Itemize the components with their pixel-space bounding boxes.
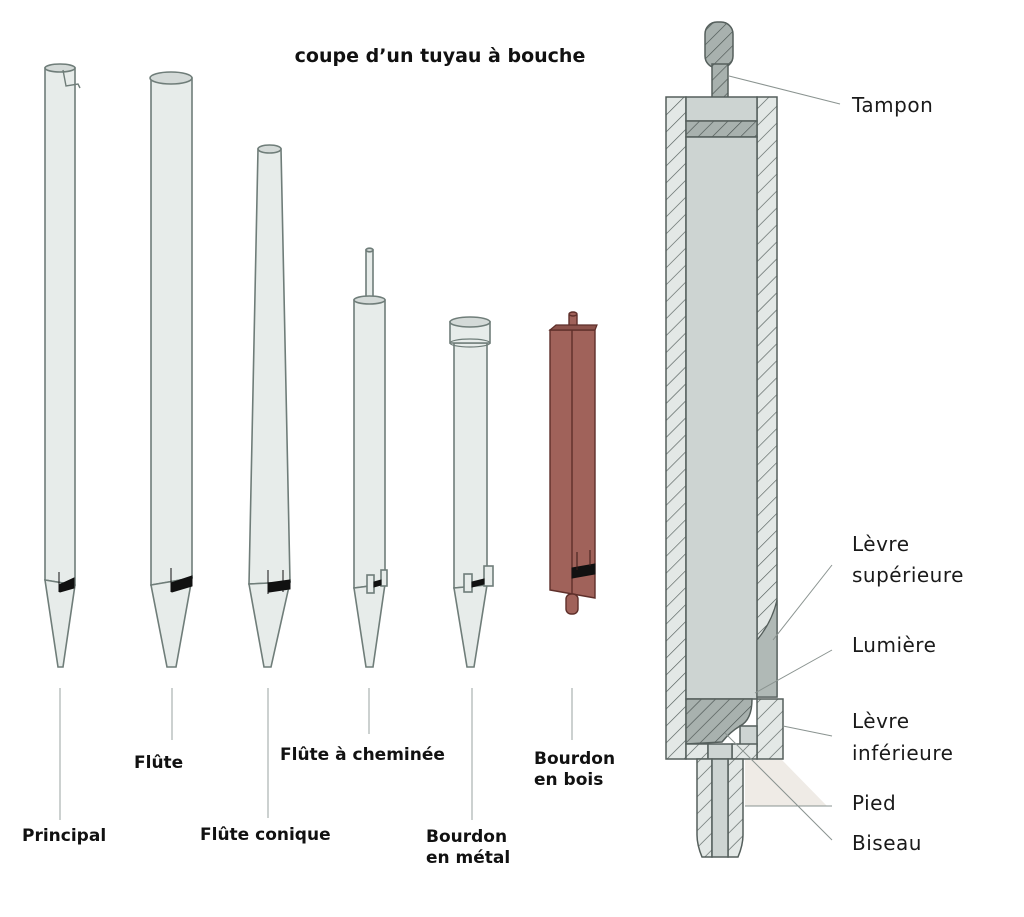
upper-chamber [685, 96, 758, 122]
label-levre-superieure-1: Lèvre [852, 532, 910, 556]
wind-gap [739, 725, 758, 747]
leader-levre-inferieure [782, 725, 833, 737]
bottom-plate-right [731, 743, 758, 760]
pipe-bourdon-metal [449, 316, 494, 820]
label-principal: Principal [22, 826, 106, 846]
chimney-opening [365, 247, 374, 253]
resonator-cavity [685, 136, 758, 700]
pipe-flute-conique [248, 144, 292, 818]
label-levre-superieure-2: supérieure [852, 563, 964, 587]
cap-top [449, 316, 491, 328]
label-tampon: Tampon [851, 93, 933, 117]
cap-rim [449, 338, 491, 348]
leader-tampon [728, 75, 841, 105]
diagram-title: coupe d’un tuyau à bouche [295, 45, 586, 67]
pipe-bourdon-bois [548, 311, 598, 740]
pipe-ear-left [366, 574, 375, 594]
pipe-foot [453, 584, 488, 668]
pied-shadow [745, 760, 827, 806]
pipe-mouth [471, 578, 485, 588]
pipe-opening [44, 63, 76, 73]
pipe-foot [248, 581, 292, 668]
pipe-mouth [571, 563, 596, 579]
leader-biseau [724, 732, 833, 841]
pipe-mouth [170, 575, 193, 593]
pipe-body [150, 77, 193, 586]
pipe-labels: Principal Flûte Flûte conique Flûte à ch… [22, 745, 615, 868]
pipe-body [248, 148, 291, 585]
pipe-cap [353, 295, 386, 305]
label-levre-inferieure-1: Lèvre [852, 709, 910, 733]
left-wall [665, 96, 687, 760]
pipe-body [353, 299, 386, 589]
pipe-mouth [373, 579, 382, 588]
pipe-flute [149, 71, 193, 740]
label-lumiere: Lumière [852, 633, 936, 657]
pipe-mouth [58, 577, 75, 593]
pipe-body [44, 67, 76, 586]
label-bourdon-metal-1: Bourdon [426, 827, 507, 847]
chimney [365, 249, 374, 303]
label-flute-conique: Flûte conique [200, 825, 331, 845]
lower-lip [756, 698, 784, 760]
pipe-ear-right [483, 565, 494, 587]
right-wall [756, 96, 778, 698]
pipe-flute-cheminee [353, 247, 388, 734]
leader-lumiere [754, 649, 833, 694]
label-levre-inferieure-2: inférieure [852, 741, 953, 765]
cross-section: Tampon Lèvre supérieure Lumière Lèvre in… [665, 21, 964, 858]
label-flute: Flûte [134, 753, 183, 773]
pipe-body [453, 342, 488, 589]
tuning-slot-icon [62, 69, 81, 89]
label-flute-cheminee: Flûte à cheminée [280, 745, 445, 765]
bottom-plate-left [685, 743, 709, 760]
pipe-foot [353, 583, 386, 668]
pipe-opening [257, 144, 282, 154]
wind-channel [707, 743, 733, 760]
foot-left-wall [696, 758, 713, 858]
pipe-ear-left [463, 573, 473, 593]
leader-levre-superieure [772, 564, 833, 641]
label-bourdon-metal-2: en métal [426, 848, 510, 868]
pipe-opening [149, 71, 193, 85]
label-pied: Pied [852, 791, 896, 815]
pipe-foot [44, 579, 76, 668]
label-bourdon-bois-1: Bourdon [534, 749, 615, 769]
pipe-principal [44, 63, 81, 820]
foot-right-wall [727, 758, 744, 858]
tampon-plate [685, 120, 758, 138]
pipe-foot [565, 593, 579, 615]
pipe-top [548, 324, 598, 331]
tampon-knob [704, 21, 734, 69]
upper-lip [756, 599, 778, 698]
label-bourdon-bois-2: en bois [534, 770, 603, 790]
stopper-knob [568, 311, 578, 317]
pipe-ear-right [380, 569, 388, 587]
label-biseau: Biseau [852, 831, 922, 855]
foot-bore [711, 758, 729, 858]
